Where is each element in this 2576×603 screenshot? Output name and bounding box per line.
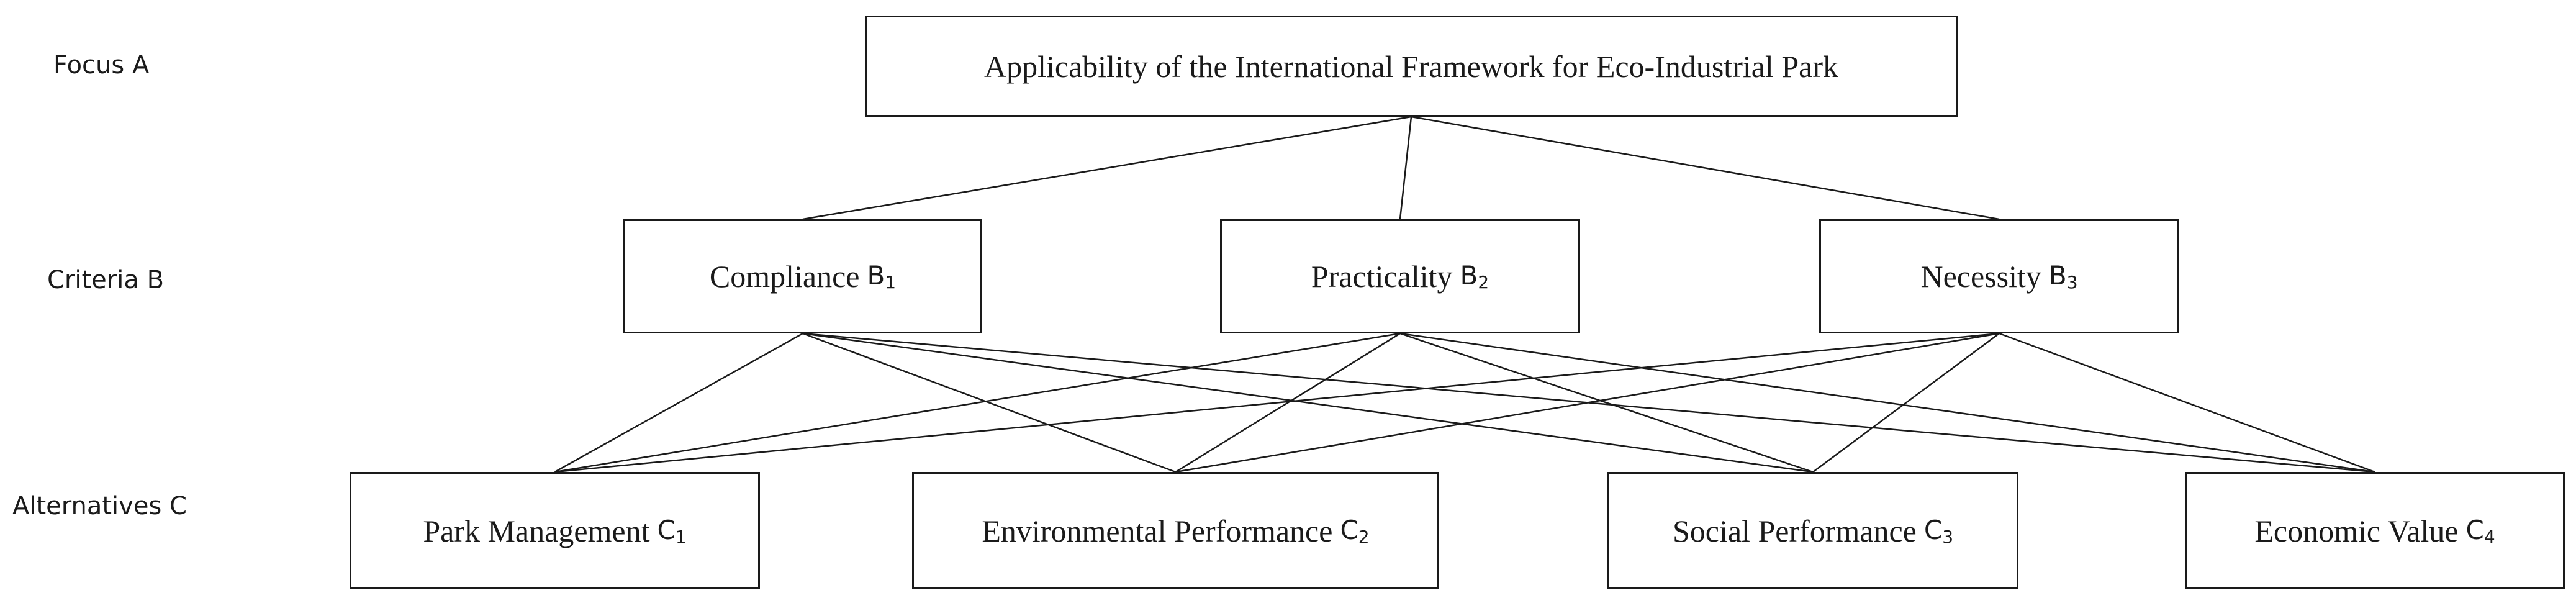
criterion-node-compliance: Compliance B1 [623,219,982,333]
criterion-label: Practicality [1311,259,1453,294]
alternative-label: Environmental Performance [982,513,1333,548]
link-b1-c3 [802,332,1814,473]
link-goal-b3 [1411,116,2000,220]
criterion-node-necessity: Necessity B3 [1819,219,2179,333]
alternative-code: C4 [2465,514,2495,547]
alternative-label: Economic Value [2254,513,2459,548]
criterion-node-practicality: Practicality B2 [1220,219,1580,333]
alternative-node-social-performance: Social Performance C3 [1607,472,2018,589]
level-label-focus: Focus A [53,51,150,79]
criterion-label: Necessity [1920,259,2041,294]
link-b2-c3 [1399,332,1814,473]
alternative-node-economic-value: Economic Value C4 [2185,472,2565,589]
link-b2-c2 [1175,332,1401,473]
link-b3-c2 [1175,332,2000,473]
link-b1-c1 [554,332,803,473]
link-b3-c1 [554,332,2000,473]
link-b2-c4 [1399,332,2375,473]
alternative-label: Social Performance [1672,513,1917,548]
goal-label: Applicability of the International Frame… [984,48,1838,84]
alternative-code: C1 [657,514,687,547]
alternative-node-environmental-performance: Environmental Performance C2 [912,472,1439,589]
link-goal-b2 [1399,116,1412,220]
alternative-code: C2 [1340,514,1370,547]
criterion-code: B2 [1460,260,1489,292]
alternative-code: C3 [1923,514,1954,547]
level-label-criteria: Criteria B [47,266,165,294]
criterion-label: Compliance [709,259,860,294]
alternative-node-park-management: Park Management C1 [350,472,760,589]
criterion-code: B1 [867,260,897,292]
link-b3-c3 [1812,332,2000,473]
link-b2-c1 [554,332,1401,473]
link-goal-b1 [802,116,1412,220]
criterion-code: B3 [2048,260,2078,292]
goal-node: Applicability of the International Frame… [865,16,1958,117]
link-b1-c2 [802,332,1176,473]
alternative-label: Park Management [423,513,650,548]
level-label-alternatives: Alternatives C [12,492,187,520]
link-b3-c4 [1999,332,2375,473]
